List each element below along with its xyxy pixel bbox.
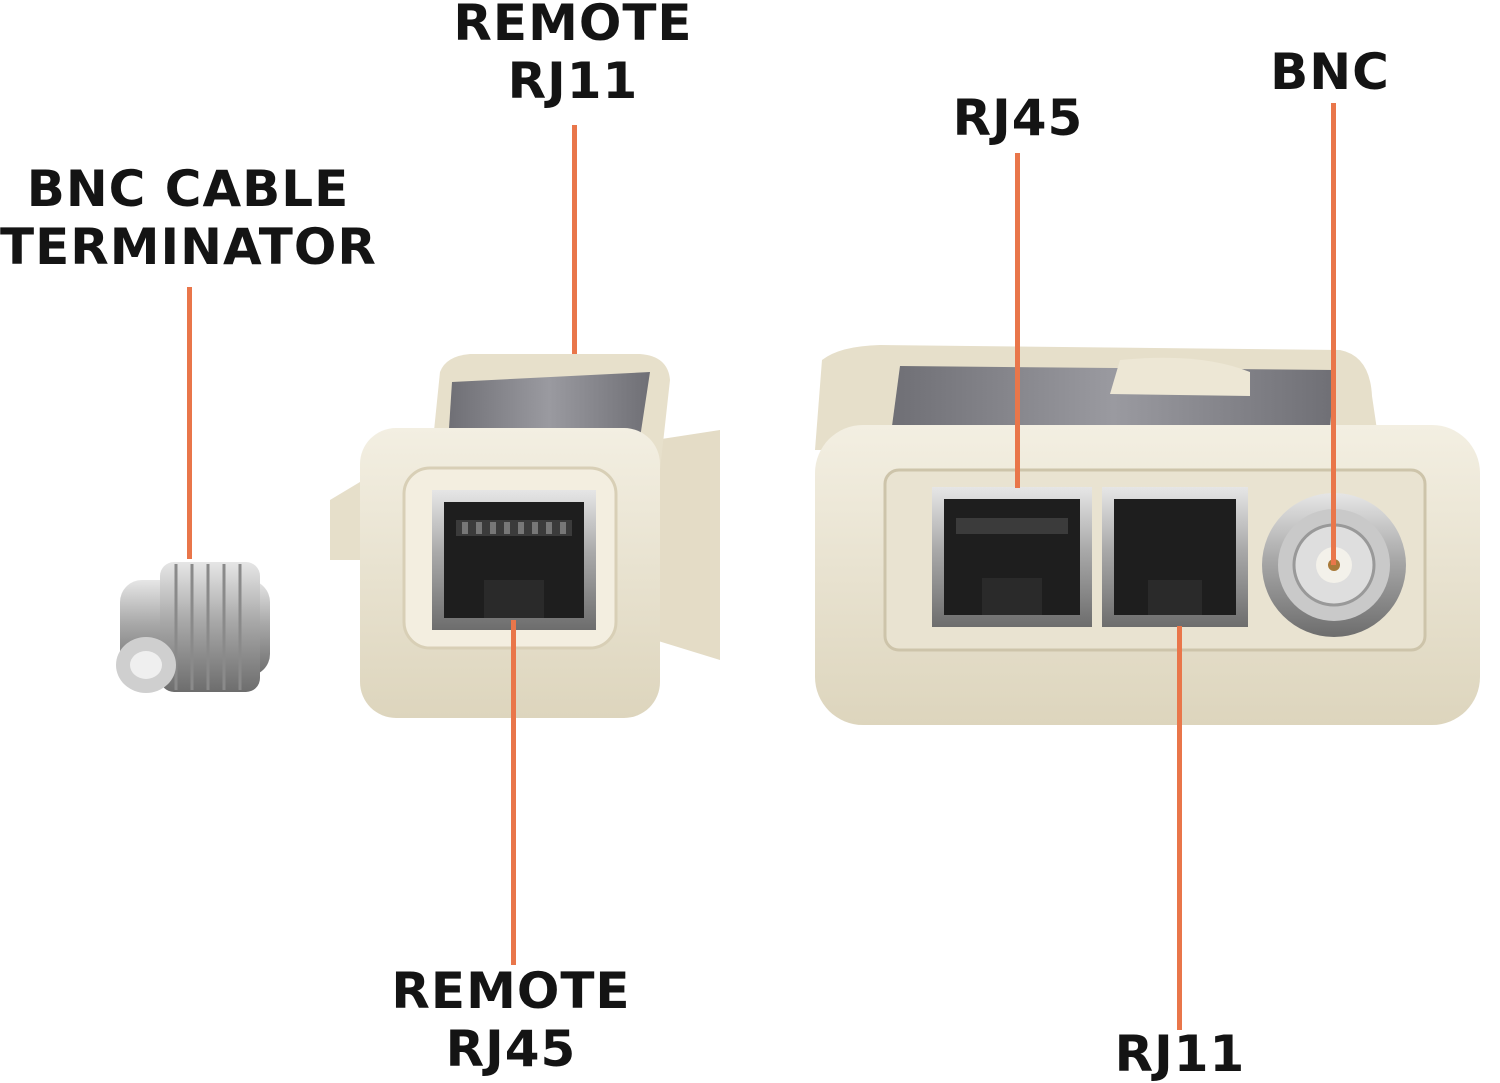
- leader-rj45: [1015, 153, 1020, 488]
- label-bnc-text: BNC: [1270, 43, 1390, 101]
- label-rj11-text: RJ11: [1114, 1025, 1246, 1083]
- leader-rj11: [1177, 626, 1182, 1030]
- label-remote-rj11: REMOTE RJ11: [440, 0, 706, 110]
- label-bnc: BNC: [1250, 43, 1410, 101]
- label-bnc-cable-terminator-line2: TERMINATOR: [0, 218, 377, 276]
- leader-remote-rj45: [511, 620, 516, 965]
- main-unit: [815, 345, 1480, 725]
- label-bnc-cable-terminator-line1: BNC CABLE: [26, 160, 350, 218]
- label-rj11: RJ11: [1100, 1025, 1260, 1083]
- label-remote-rj45-line2: RJ45: [445, 1020, 577, 1078]
- leader-remote-rj11: [572, 125, 577, 354]
- leader-bnc-terminator: [187, 287, 192, 559]
- bnc-terminator: [116, 562, 270, 693]
- label-rj45-text: RJ45: [952, 89, 1084, 147]
- label-bnc-cable-terminator: BNC CABLE TERMINATOR: [0, 160, 376, 276]
- label-remote-rj11-line1: REMOTE: [453, 0, 693, 52]
- remote-unit: [330, 354, 720, 718]
- label-remote-rj11-line2: RJ11: [507, 52, 639, 110]
- label-remote-rj45-line1: REMOTE: [391, 962, 631, 1020]
- leader-bnc: [1331, 103, 1336, 565]
- label-rj45: RJ45: [928, 89, 1108, 147]
- label-remote-rj45: REMOTE RJ45: [378, 962, 644, 1078]
